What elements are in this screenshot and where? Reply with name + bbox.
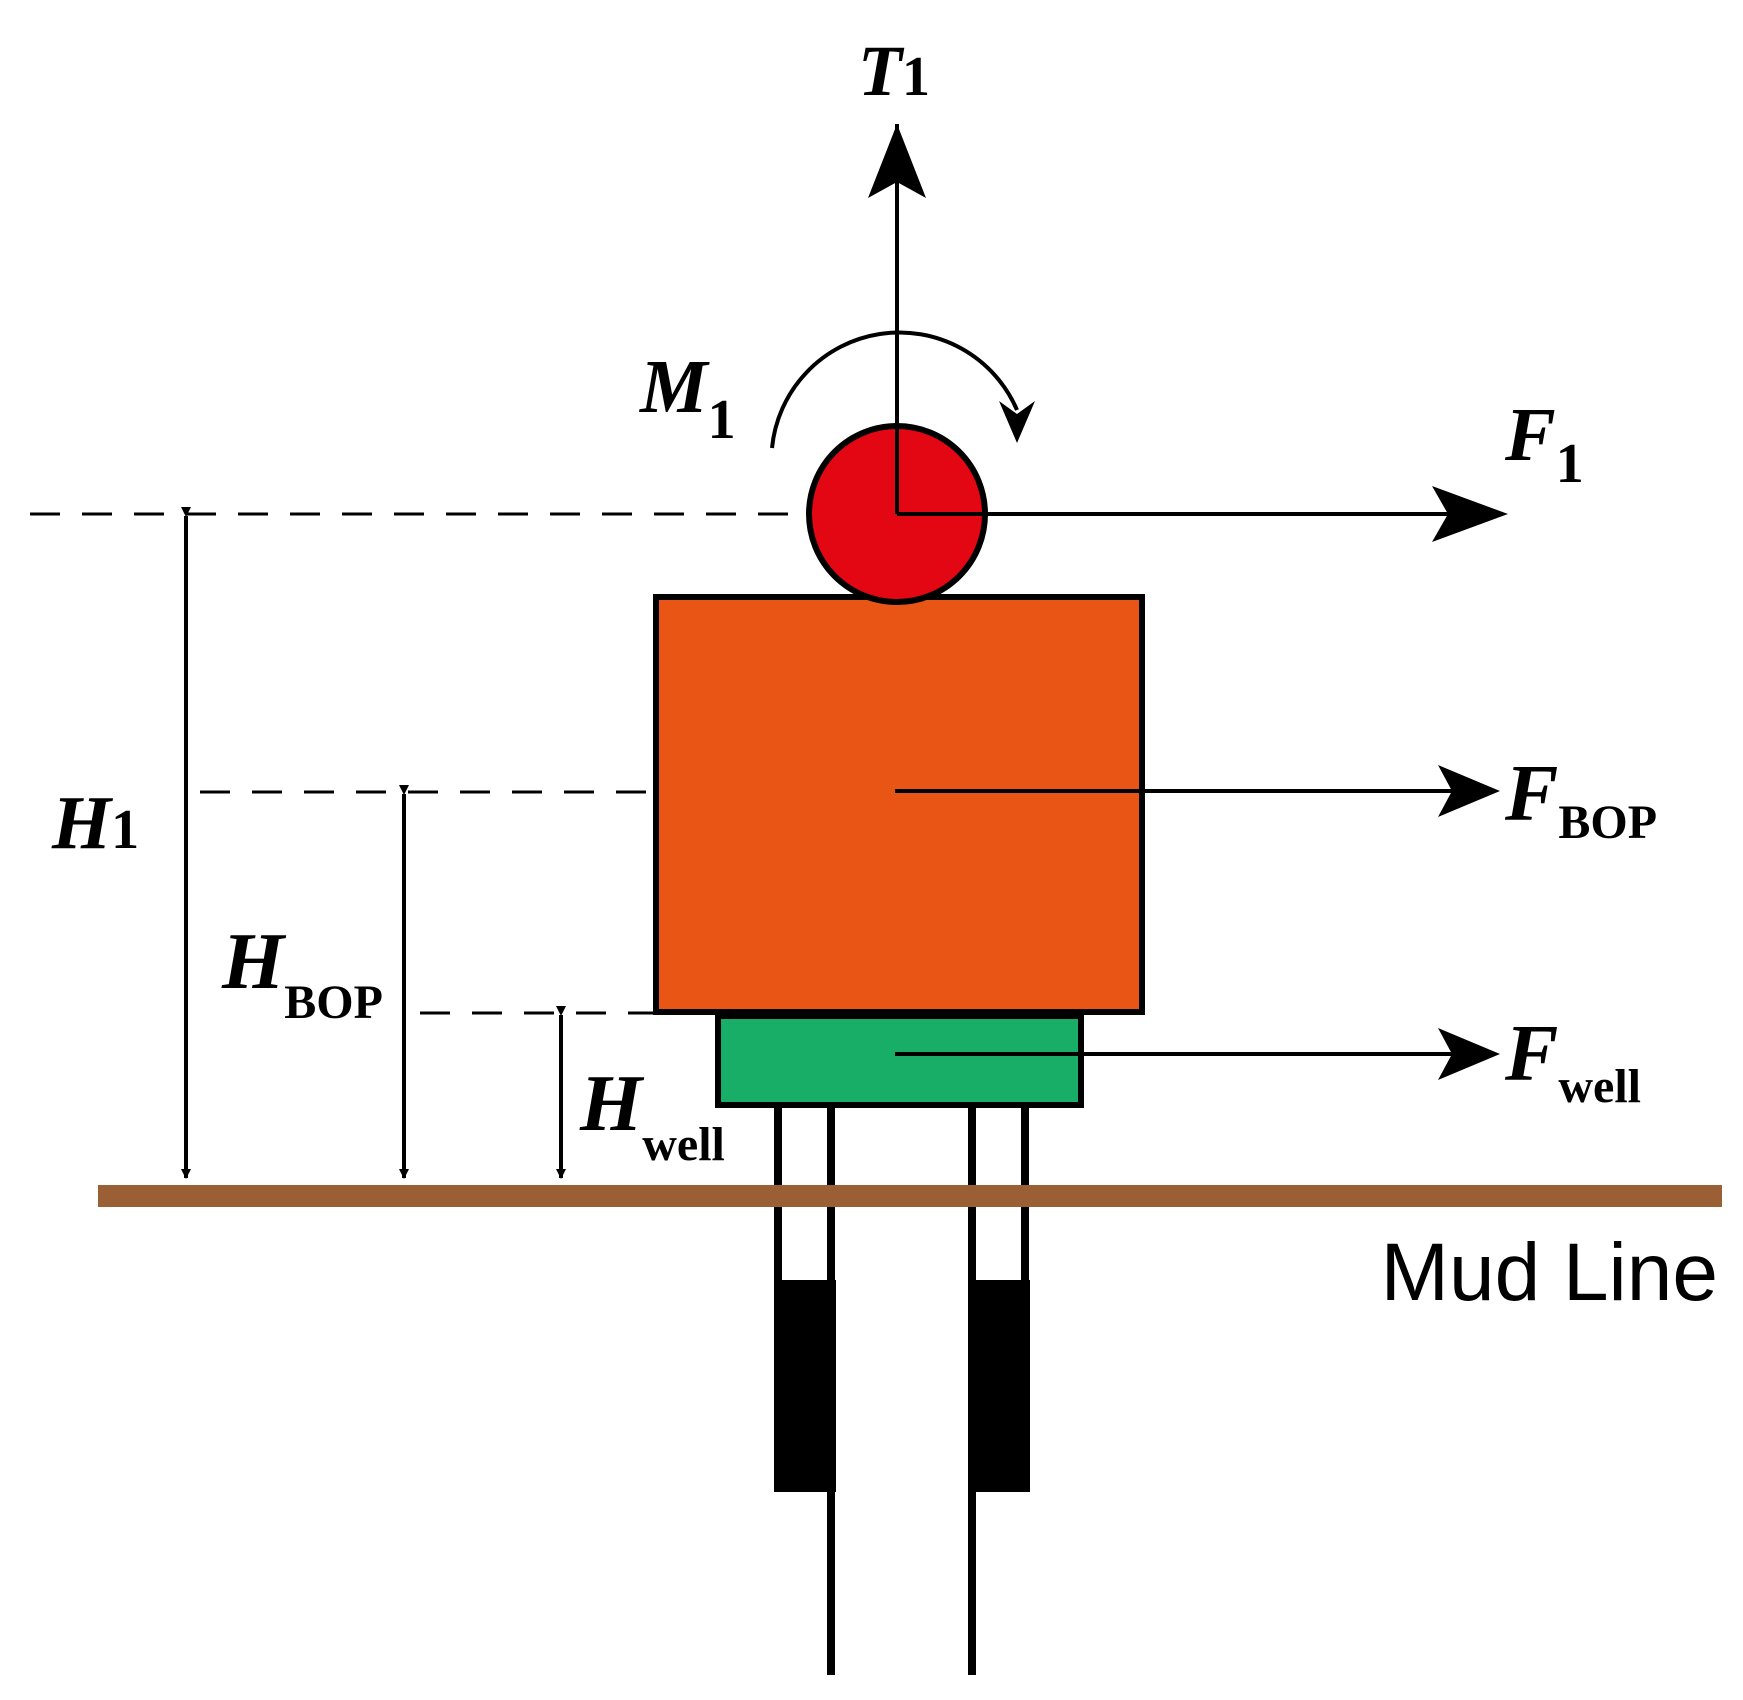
label-h1: H1 — [51, 781, 139, 865]
m1-arrowhead-icon — [999, 401, 1035, 443]
cement-left — [774, 1280, 836, 1492]
label-hbop: HBOP — [221, 918, 383, 1029]
wellhead-block — [715, 1013, 1084, 1108]
label-t1: T1 — [858, 31, 930, 111]
f1-arrowhead-icon — [1432, 486, 1508, 542]
label-mud-line: Mud Line — [1381, 1227, 1718, 1318]
label-fbop: FBOP — [1504, 750, 1657, 849]
t1-arrowhead-icon — [868, 124, 926, 198]
m1-moment-arc — [770, 330, 1019, 449]
fbop-arrowhead-icon — [1438, 765, 1500, 817]
label-hwell: Hwell — [579, 1060, 725, 1171]
cement-right — [968, 1280, 1030, 1492]
label-fwell: Fwell — [1504, 1010, 1641, 1113]
label-m1: M1 — [639, 345, 736, 451]
label-f1: F1 — [1504, 393, 1584, 495]
bop-block — [653, 594, 1145, 1015]
fwell-arrowhead-icon — [1438, 1028, 1500, 1080]
